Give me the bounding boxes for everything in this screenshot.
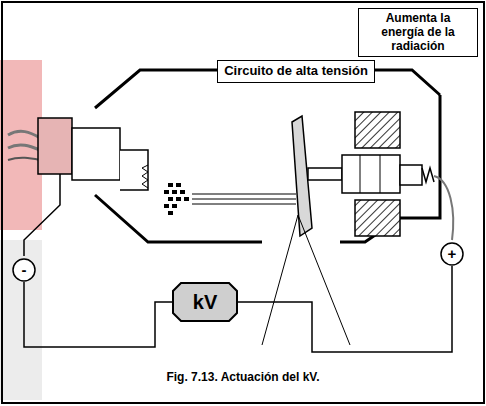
stator bbox=[355, 200, 400, 236]
cathode-socket bbox=[38, 118, 72, 174]
anode-spring bbox=[422, 168, 434, 182]
node-text: + bbox=[448, 245, 457, 262]
circuit-wire bbox=[238, 266, 452, 352]
illustration-part bbox=[176, 183, 181, 187]
frame bbox=[2, 2, 484, 403]
focusing-cup bbox=[120, 150, 148, 190]
terminal-circle: + bbox=[440, 242, 464, 266]
illustration-part bbox=[164, 204, 169, 208]
cathode-wire bbox=[24, 174, 60, 256]
kv-meter: kV bbox=[172, 282, 238, 322]
watermark-shape bbox=[0, 240, 42, 400]
x-ray-beam bbox=[298, 215, 350, 345]
watermark-shape bbox=[0, 60, 42, 230]
rotor bbox=[342, 155, 400, 193]
cable bbox=[8, 158, 40, 160]
node-text: - bbox=[22, 261, 27, 278]
anode-connector bbox=[400, 165, 422, 185]
terminal-circle: - bbox=[12, 258, 36, 282]
illustration-part bbox=[180, 190, 185, 194]
figure-caption: Fig. 7.13. Actuación del kV. bbox=[0, 370, 486, 384]
x-ray-beam bbox=[262, 215, 298, 345]
illustration-part bbox=[168, 211, 173, 215]
node-text: Aumenta la energía de la radiación bbox=[365, 12, 471, 53]
circuit-label-box: Circuito de alta tensión bbox=[217, 60, 375, 83]
stator bbox=[355, 112, 400, 148]
terminal-outline bbox=[441, 243, 463, 265]
node-text: kV bbox=[193, 291, 217, 314]
cathode-body bbox=[72, 128, 120, 180]
cable bbox=[8, 131, 40, 138]
node-text: Circuito de alta tensión bbox=[224, 64, 368, 79]
note-box: Aumenta la energía de la radiación bbox=[358, 8, 478, 57]
electron-beam bbox=[192, 194, 296, 204]
rotor-detail bbox=[360, 155, 361, 193]
illustration-part bbox=[192, 204, 296, 205]
illustration-part bbox=[172, 190, 177, 194]
illustration-part bbox=[168, 183, 173, 187]
filament bbox=[142, 165, 148, 188]
tube-envelope bbox=[340, 95, 440, 242]
cable bbox=[8, 145, 40, 150]
illustration-part bbox=[184, 197, 189, 201]
rotor-detail bbox=[380, 155, 381, 193]
illustration-part bbox=[168, 197, 173, 201]
circuit-wire bbox=[24, 282, 172, 347]
anode-wire bbox=[434, 176, 453, 240]
illustration-part bbox=[164, 190, 169, 194]
tube-envelope bbox=[95, 195, 262, 242]
illustration-part bbox=[192, 194, 296, 195]
illustration-part bbox=[176, 197, 181, 201]
illustration-part bbox=[192, 199, 296, 200]
anode-stem bbox=[308, 168, 342, 180]
illustration-part bbox=[172, 204, 177, 208]
meter-outline bbox=[173, 283, 237, 321]
terminal-outline bbox=[13, 259, 35, 281]
electrons bbox=[164, 183, 189, 215]
